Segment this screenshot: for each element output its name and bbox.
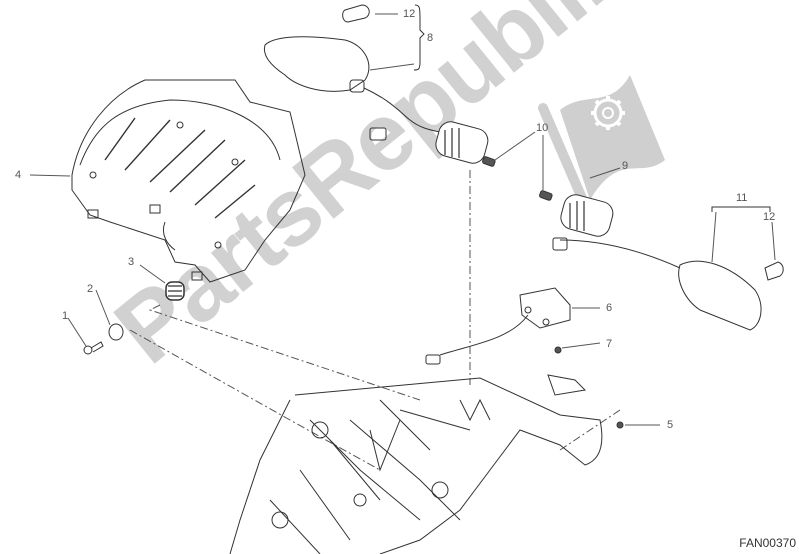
callout-5: 5 bbox=[667, 419, 674, 431]
callout-10: 10 bbox=[536, 122, 549, 134]
callout-6: 6 bbox=[606, 302, 613, 314]
callout-8: 8 bbox=[427, 32, 434, 44]
washer bbox=[108, 323, 124, 341]
rubber-grommet bbox=[435, 121, 614, 237]
drawing-code: FAN00370 bbox=[739, 536, 796, 550]
callout-12-top: 12 bbox=[403, 8, 416, 20]
turn-signal-right bbox=[552, 237, 784, 331]
gear-flag-icon bbox=[538, 75, 665, 217]
callout-12-right: 12 bbox=[763, 211, 776, 223]
bulb bbox=[342, 4, 370, 23]
screw bbox=[83, 341, 104, 355]
bolt bbox=[482, 156, 553, 201]
grommet bbox=[165, 281, 185, 301]
tail-light-housing bbox=[71, 79, 306, 283]
mounting-screw bbox=[616, 421, 624, 429]
callout-4: 4 bbox=[15, 169, 22, 181]
callout-3: 3 bbox=[128, 256, 135, 268]
callout-7: 7 bbox=[606, 338, 613, 350]
nut bbox=[554, 346, 562, 354]
callout-2: 2 bbox=[87, 283, 94, 295]
callout-1: 1 bbox=[62, 310, 69, 322]
callout-11: 11 bbox=[736, 192, 748, 204]
turn-signal-left bbox=[263, 36, 441, 133]
callout-9: 9 bbox=[622, 160, 629, 172]
rear-subframe bbox=[229, 374, 603, 554]
license-plate-light bbox=[425, 287, 571, 365]
